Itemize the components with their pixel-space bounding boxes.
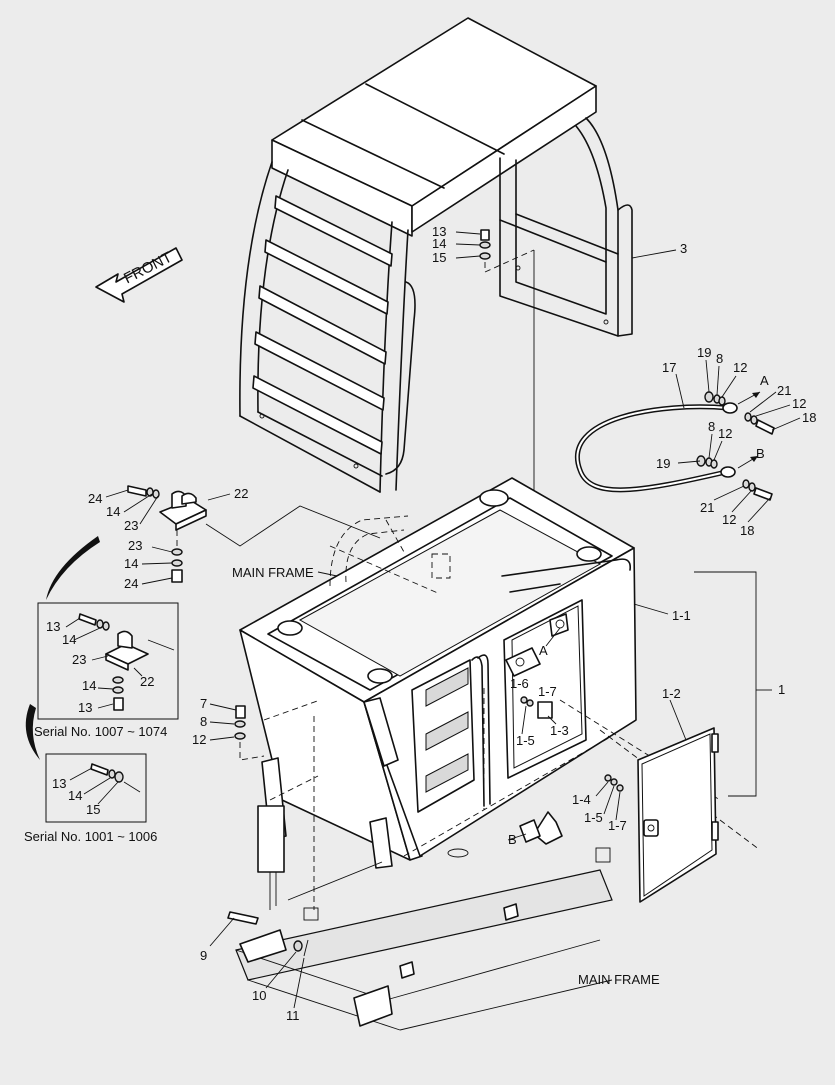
callout-17: 17 — [662, 360, 676, 375]
main-frame-label-upper: MAIN FRAME — [232, 565, 314, 580]
callout-9: 9 — [200, 948, 207, 963]
callout-1-7-lower: 1-7 — [608, 818, 627, 833]
callout-1-7-upper: 1-7 — [538, 684, 557, 699]
canopy-bolt-stack — [455, 229, 535, 492]
callout-14: 14 — [432, 236, 446, 251]
inset-callout-14-bottom: 14 — [82, 678, 96, 693]
callout-12-bottom-2: 12 — [722, 512, 736, 527]
inset-callout-14-top: 14 — [62, 632, 76, 647]
callout-a-frame: A — [539, 643, 548, 658]
callout-1-5-lower: 1-5 — [584, 810, 603, 825]
side-door-panel — [637, 699, 719, 903]
callout-12-bottom: 12 — [718, 426, 732, 441]
callout-curve-upper — [46, 536, 100, 600]
serial-label-1001: Serial No. 1001 ~ 1006 — [24, 829, 157, 844]
inset-callout-22: 22 — [140, 674, 154, 689]
front-arrow: FRONT — [95, 247, 183, 303]
callout-b-cable: B — [756, 446, 765, 461]
callout-23-bottom: 23 — [128, 538, 142, 553]
serial-label-1007: Serial No. 1007 ~ 1074 — [34, 724, 167, 739]
callout-1-1: 1-1 — [672, 608, 691, 623]
callout-21-top: 21 — [777, 383, 791, 398]
callout-3: 3 — [680, 241, 687, 256]
callout-18-bottom: 18 — [740, 523, 754, 538]
callout-13: 13 — [432, 224, 446, 239]
callout-1: 1 — [778, 682, 785, 697]
callout-1-6: 1-6 — [510, 676, 529, 691]
callout-8-front: 8 — [200, 714, 207, 729]
callout-12-top-2: 12 — [792, 396, 806, 411]
callout-18-top: 18 — [802, 410, 816, 425]
callout-11: 11 — [286, 1008, 300, 1023]
grounding-cable — [575, 373, 775, 501]
latch-assembly — [505, 613, 569, 719]
main-frame-label-lower: MAIN FRAME — [578, 972, 660, 987]
callout-a-cable: A — [760, 373, 769, 388]
callout-19-top: 19 — [697, 345, 711, 360]
callout-24-bottom: 24 — [124, 576, 138, 591]
inset-callout-14: 14 — [68, 788, 82, 803]
callout-19-bottom: 19 — [656, 456, 670, 471]
callout-1-4: 1-4 — [572, 792, 591, 807]
callout-12-front: 12 — [192, 732, 206, 747]
inset-callout-13-bottom: 13 — [78, 700, 92, 715]
callout-1-2: 1-2 — [662, 686, 681, 701]
callout-24-top: 24 — [88, 491, 102, 506]
callout-8-bottom: 8 — [708, 419, 715, 434]
front-bolt-stack — [209, 703, 265, 761]
callout-14-bracket-2: 14 — [124, 556, 138, 571]
callout-1-5-upper: 1-5 — [516, 733, 535, 748]
inset-callout-13-top: 13 — [46, 619, 60, 634]
mount-bracket-assembly — [105, 485, 381, 585]
door-lock-hardware — [595, 774, 624, 821]
inset-callout-15: 15 — [86, 802, 100, 817]
callout-14-bracket: 14 — [106, 504, 120, 519]
inset-serial-1007-1074 — [37, 602, 179, 720]
callout-21-bottom: 21 — [700, 500, 714, 515]
callout-15: 15 — [432, 250, 446, 265]
callout-22: 22 — [234, 486, 248, 501]
inset-callout-23: 23 — [72, 652, 86, 667]
callout-12-top: 12 — [733, 360, 747, 375]
callout-10: 10 — [252, 988, 266, 1003]
callout-23-top: 23 — [124, 518, 138, 533]
inset-callout-13: 13 — [52, 776, 66, 791]
callout-8-top: 8 — [716, 351, 723, 366]
callout-1-3: 1-3 — [550, 723, 569, 738]
inset-serial-1001-1006 — [45, 753, 147, 823]
callout-7: 7 — [200, 696, 207, 711]
callout-curve-lower — [25, 704, 40, 760]
canopy-frame — [239, 17, 633, 493]
base-main-frame — [209, 805, 613, 1031]
callout-b-frame: B — [508, 832, 517, 847]
